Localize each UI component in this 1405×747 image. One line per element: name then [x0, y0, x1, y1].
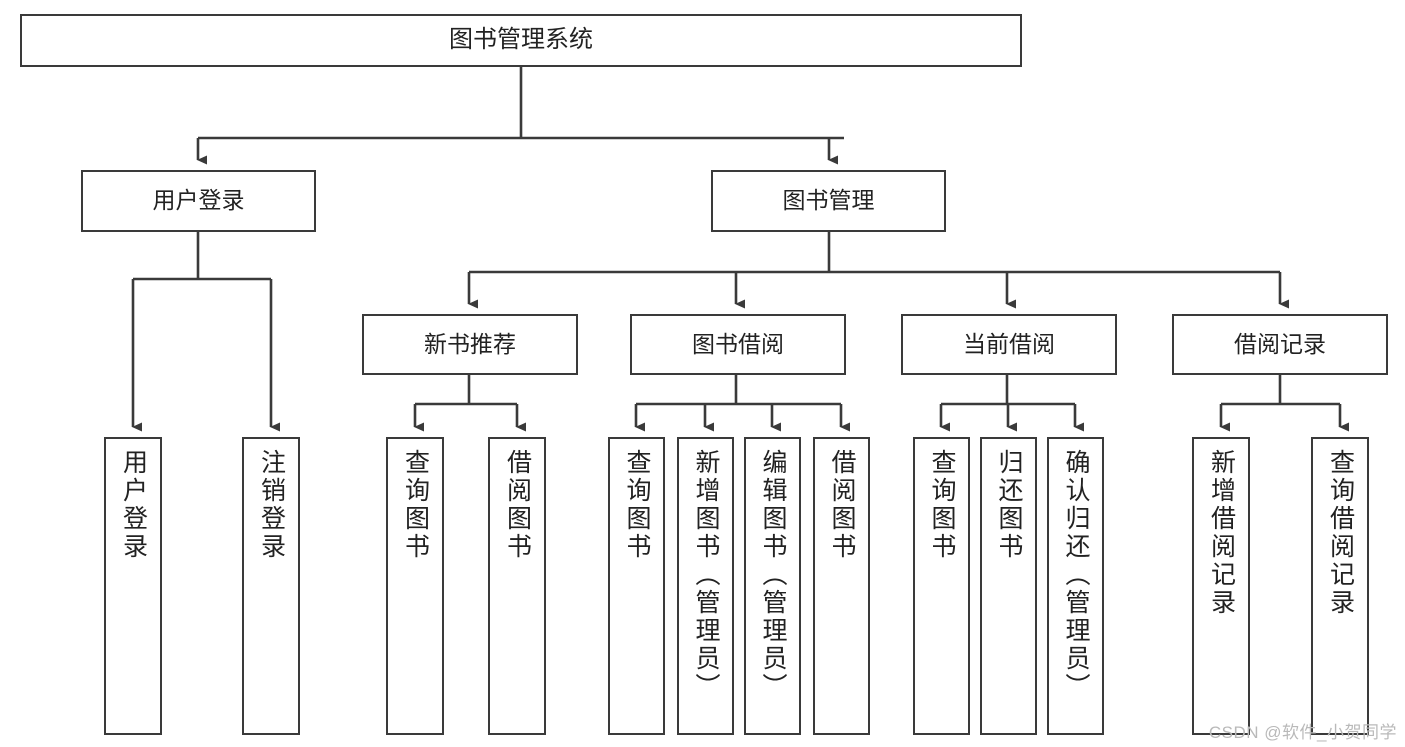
node-leaf-query-record[interactable]: 查询借阅记录	[1311, 437, 1369, 735]
node-leaf-query-books-1[interactable]: 查询图书	[386, 437, 444, 735]
node-label: 查询图书	[401, 449, 430, 561]
node-label: 归还图书	[995, 449, 1023, 561]
node-label: 图书管理系统	[449, 26, 593, 54]
node-leaf-borrow-books-2[interactable]: 借阅图书	[813, 437, 870, 735]
node-leaf-user-login[interactable]: 用户登录	[104, 437, 162, 735]
node-label: 确认归还（管理员）	[1062, 449, 1090, 701]
node-leaf-add-record[interactable]: 新增借阅记录	[1192, 437, 1250, 735]
node-label: 编辑图书（管理员）	[759, 449, 787, 701]
node-label: 借阅图书	[503, 449, 532, 561]
node-label: 查询借阅记录	[1326, 449, 1355, 617]
node-label: 用户登录	[119, 449, 148, 561]
node-label: 查询图书	[928, 449, 956, 561]
node-label: 用户登录	[152, 187, 245, 214]
node-root-book-management-system[interactable]: 图书管理系统	[20, 14, 1022, 67]
node-book-borrow[interactable]: 图书借阅	[630, 314, 846, 375]
node-leaf-edit-book[interactable]: 编辑图书（管理员）	[744, 437, 801, 735]
node-label: 注销登录	[257, 449, 286, 561]
csdn-watermark: CSDN @软件_小贺同学	[1208, 723, 1397, 742]
node-label: 图书借阅	[692, 330, 784, 357]
node-label: 当前借阅	[963, 330, 1055, 357]
node-leaf-borrow-books-1[interactable]: 借阅图书	[488, 437, 546, 735]
node-label: 新增借阅记录	[1207, 449, 1236, 617]
node-label: 查询图书	[623, 449, 651, 561]
node-label: 借阅图书	[828, 449, 856, 561]
node-leaf-logout-login[interactable]: 注销登录	[242, 437, 300, 735]
node-borrow-record[interactable]: 借阅记录	[1172, 314, 1388, 375]
node-user-login[interactable]: 用户登录	[81, 170, 316, 232]
node-label: 新书推荐	[424, 330, 516, 357]
node-label: 图书管理	[782, 187, 875, 214]
node-label: 借阅记录	[1234, 330, 1326, 357]
node-leaf-query-books-3[interactable]: 查询图书	[913, 437, 970, 735]
node-leaf-return-book[interactable]: 归还图书	[980, 437, 1037, 735]
node-new-book-recommend[interactable]: 新书推荐	[362, 314, 578, 375]
node-leaf-confirm-return[interactable]: 确认归还（管理员）	[1047, 437, 1104, 735]
node-leaf-add-book[interactable]: 新增图书（管理员）	[677, 437, 734, 735]
node-book-management[interactable]: 图书管理	[711, 170, 946, 232]
node-current-borrow[interactable]: 当前借阅	[901, 314, 1117, 375]
node-leaf-query-books-2[interactable]: 查询图书	[608, 437, 665, 735]
node-label: 新增图书（管理员）	[692, 449, 720, 701]
